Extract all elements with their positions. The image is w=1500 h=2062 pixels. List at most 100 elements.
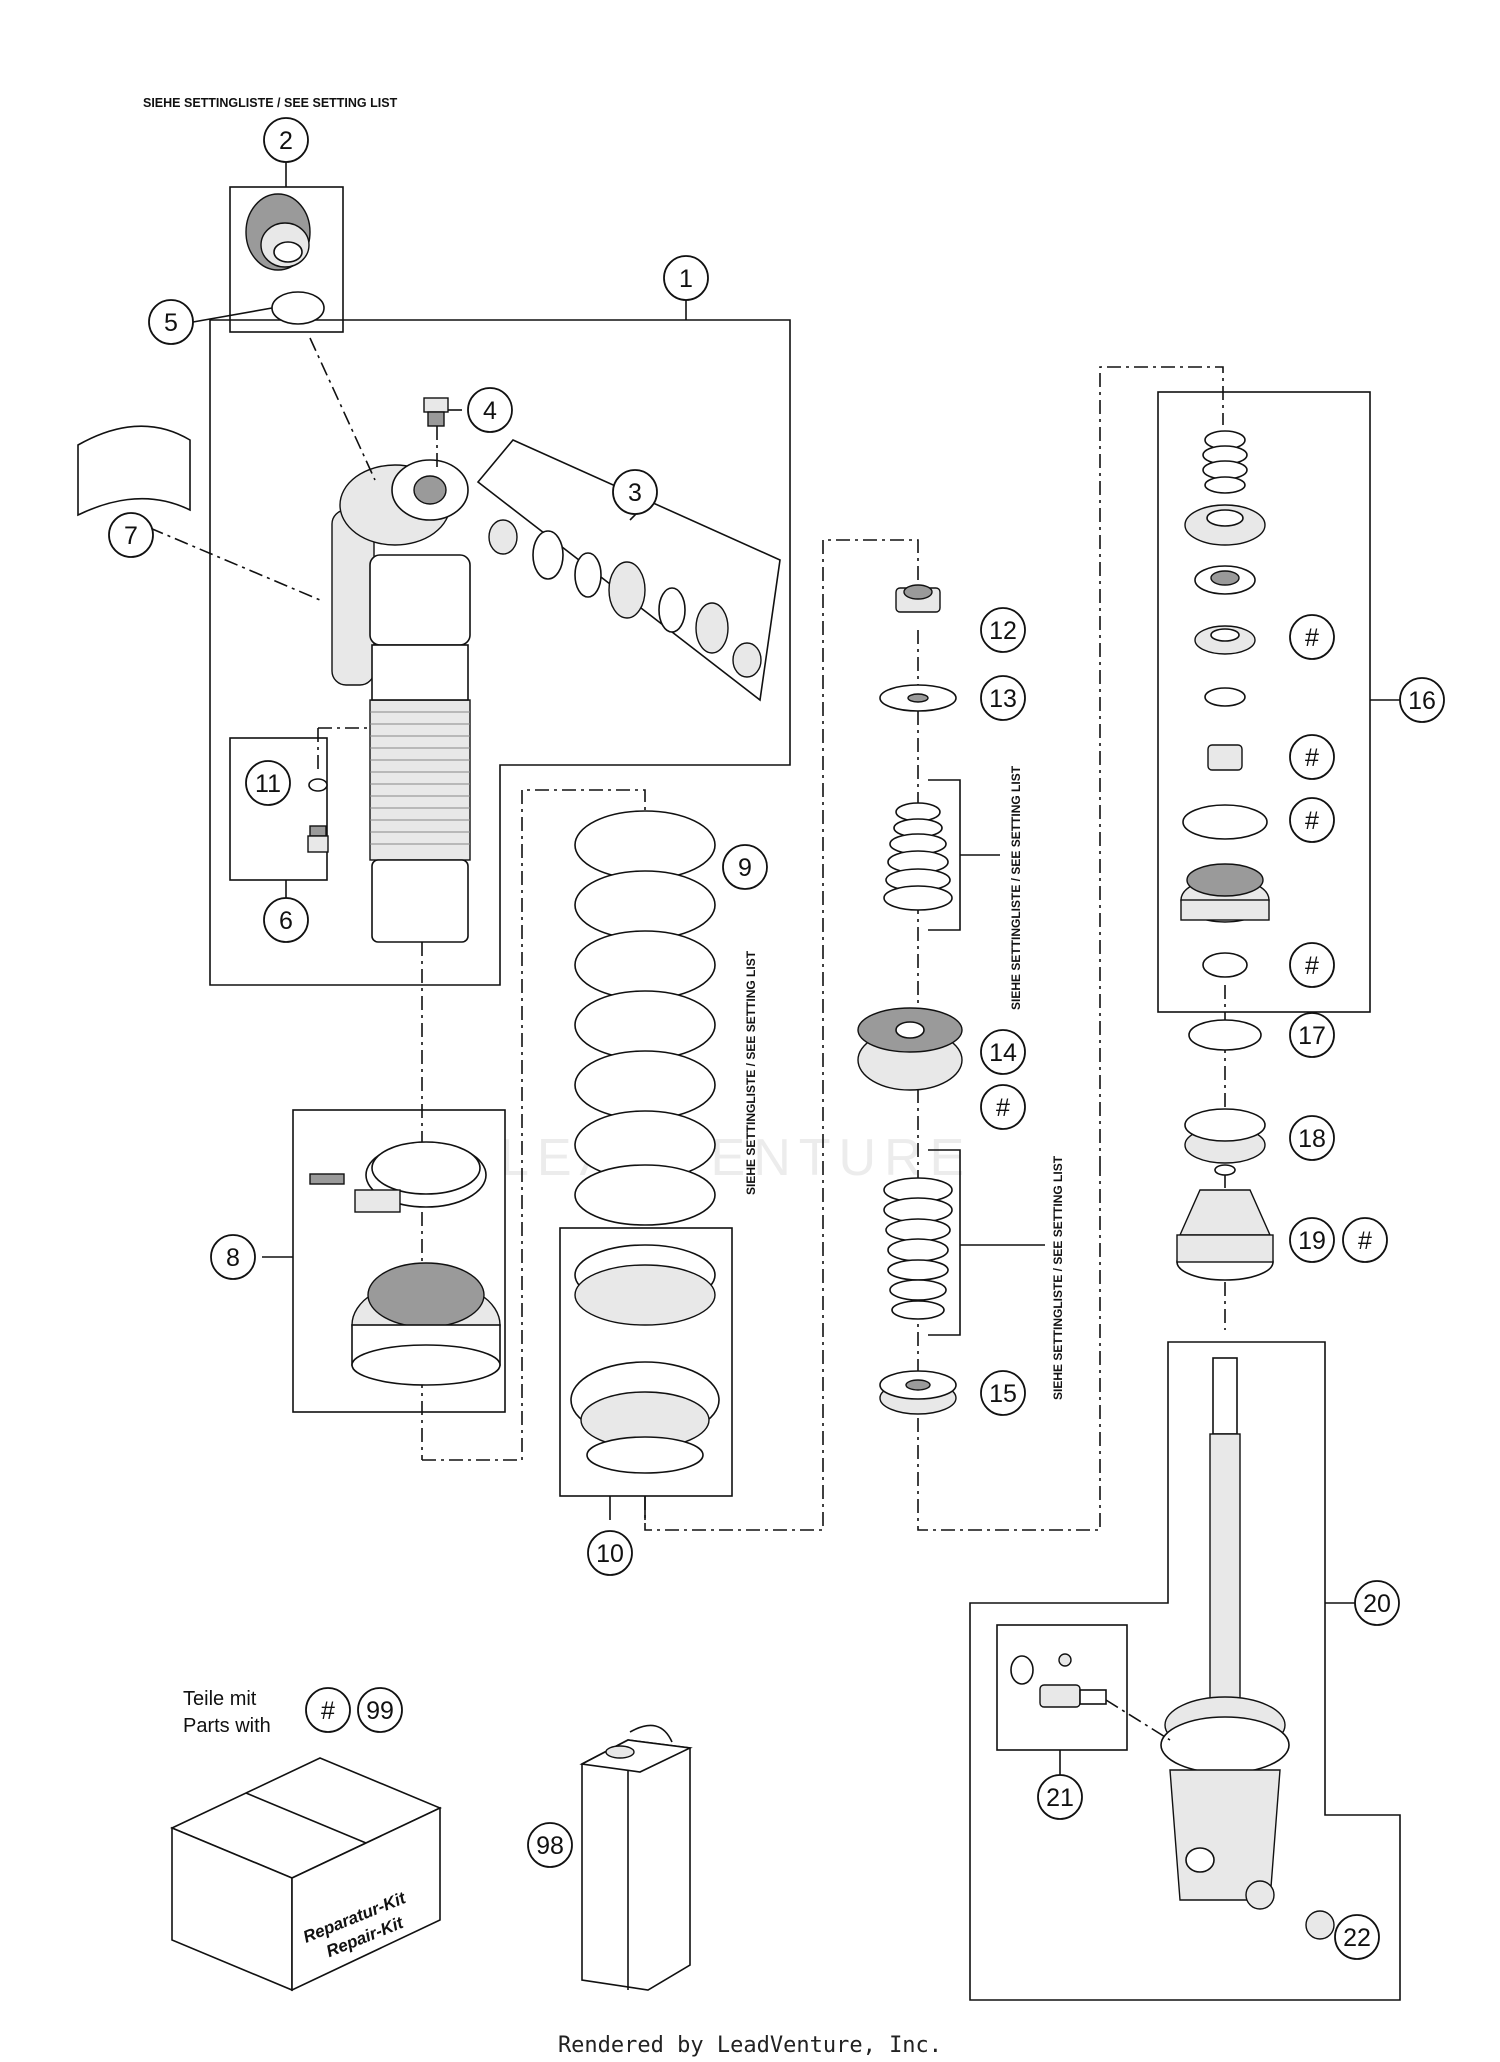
valve-screw (307, 825, 329, 853)
axis-seal-connector (917, 1170, 1101, 1531)
callout-19-hash: # (1342, 1217, 1388, 1263)
footer-credit: Rendered by LeadVenture, Inc. (558, 2033, 942, 2058)
group-1-frame (209, 319, 791, 986)
eye-bushing-22 (1245, 1880, 1335, 1940)
axis-spring-connector (422, 789, 646, 1461)
svg-text:22: 22 (1343, 1924, 1371, 1952)
callout-12: 12 (980, 607, 1026, 653)
leader-5 (192, 307, 273, 323)
valve-o-ring (308, 778, 328, 792)
svg-text:21: 21 (1046, 1784, 1074, 1812)
svg-text:3: 3 (628, 479, 642, 507)
parts-note-line1: Teile mit (183, 1688, 257, 1710)
svg-text:#: # (1305, 952, 1319, 980)
preload-ring (309, 1141, 487, 1213)
callout-9: 9 (722, 844, 768, 890)
callout-21: 21 (1037, 1774, 1083, 1820)
svg-text:#: # (1305, 807, 1319, 835)
rebound-adjuster-parts (1010, 1653, 1107, 1708)
axis-seal-top (1099, 366, 1224, 1170)
spring-setting-note: SIEHE SETTINGLISTE / SEE SETTING LIST (744, 950, 758, 1195)
parts-note-line2: Parts with (183, 1715, 271, 1737)
group-16-frame (1157, 391, 1371, 1013)
svg-text:18: 18 (1298, 1125, 1326, 1153)
group-8-frame (292, 1109, 506, 1413)
group-20-frame (969, 1341, 1401, 2001)
callout-16-hash-d: # (1289, 942, 1335, 988)
callout-7: 7 (108, 512, 154, 558)
svg-text:4: 4 (483, 397, 497, 425)
seal-housing-18 (1184, 1108, 1266, 1164)
svg-text:5: 5 (164, 309, 178, 337)
callout-16-hash-b: # (1289, 734, 1335, 780)
svg-text:99: 99 (366, 1697, 394, 1725)
callout-11: 11 (245, 760, 291, 806)
svg-text:13: 13 (989, 685, 1017, 713)
upper-shims-setting-note: SIEHE SETTINGLISTE / SEE SETTING LIST (1009, 765, 1023, 1010)
svg-text:7: 7 (124, 522, 138, 550)
callout-18: 18 (1289, 1115, 1335, 1161)
callout-16: 16 (1399, 677, 1445, 723)
svg-text:#: # (1358, 1227, 1372, 1255)
shock-body (331, 459, 471, 943)
svg-text:#: # (1305, 624, 1319, 652)
callout-3: 3 (612, 469, 658, 515)
svg-text:20: 20 (1363, 1590, 1391, 1618)
seal-head-parts (1180, 430, 1270, 978)
svg-text:16: 16 (1408, 687, 1436, 715)
svg-text:9: 9 (738, 854, 752, 882)
svg-text:17: 17 (1298, 1022, 1326, 1050)
header-setting-note: SIEHE SETTINGLISTE / SEE SETTING LIST (143, 96, 398, 110)
callout-4: 4 (467, 387, 513, 433)
svg-text:1: 1 (679, 265, 693, 293)
callout-2: 2 (263, 117, 309, 163)
callout-22: 22 (1334, 1914, 1380, 1960)
callout-14-hash: # (980, 1084, 1026, 1130)
piston-nut (895, 584, 941, 613)
svg-text:6: 6 (279, 907, 293, 935)
svg-text:2: 2 (279, 127, 293, 155)
bump-rubber-19 (1176, 1164, 1274, 1281)
callout-5: 5 (148, 299, 194, 345)
main-piston (857, 1007, 963, 1091)
repair-kit-box (170, 1757, 442, 1992)
shock-spring (574, 810, 716, 1226)
compression-adjuster (245, 193, 311, 271)
svg-text:98: 98 (536, 1832, 564, 1860)
group-10-frame (559, 1227, 733, 1497)
callout-8: 8 (210, 1234, 256, 1280)
callout-16-hash-c: # (1289, 797, 1335, 843)
svg-text:12: 12 (989, 617, 1017, 645)
axis-rebound (1105, 1699, 1171, 1741)
lower-shims-setting-note: SIEHE SETTINGLISTE / SEE SETTING LIST (1051, 1155, 1065, 1400)
callout-15: 15 (980, 1370, 1026, 1416)
leader-10 (609, 1496, 646, 1520)
svg-text:19: 19 (1298, 1227, 1326, 1255)
parts-note-hash: # (305, 1687, 351, 1733)
axis-damper-connector (644, 539, 919, 1531)
circlip-17 (1188, 1019, 1262, 1051)
callout-99: 99 (357, 1687, 403, 1733)
leader-upper-shims (928, 779, 1000, 931)
svg-text:15: 15 (989, 1380, 1017, 1408)
svg-text:14: 14 (989, 1039, 1017, 1067)
axis-adjuster (309, 337, 376, 481)
svg-text:8: 8 (226, 1244, 240, 1272)
callout-19: 19 (1289, 1217, 1335, 1263)
washer-13-hole (907, 693, 929, 703)
leader-7 (149, 527, 321, 601)
callout-20: 20 (1354, 1580, 1400, 1626)
spring-retainer (570, 1244, 720, 1474)
callout-10: 10 (587, 1530, 633, 1576)
callout-16-hash-a: # (1289, 614, 1335, 660)
o-ring-5 (271, 291, 325, 325)
shim-stack-upper (883, 802, 953, 911)
svg-text:10: 10 (596, 1540, 624, 1568)
callout-17: 17 (1289, 1012, 1335, 1058)
group-6-frame (229, 737, 328, 881)
svg-text:#: # (1305, 744, 1319, 772)
callout-13: 13 (980, 675, 1026, 721)
callout-98: 98 (527, 1822, 573, 1868)
leader-lower-shims (928, 1149, 1045, 1336)
